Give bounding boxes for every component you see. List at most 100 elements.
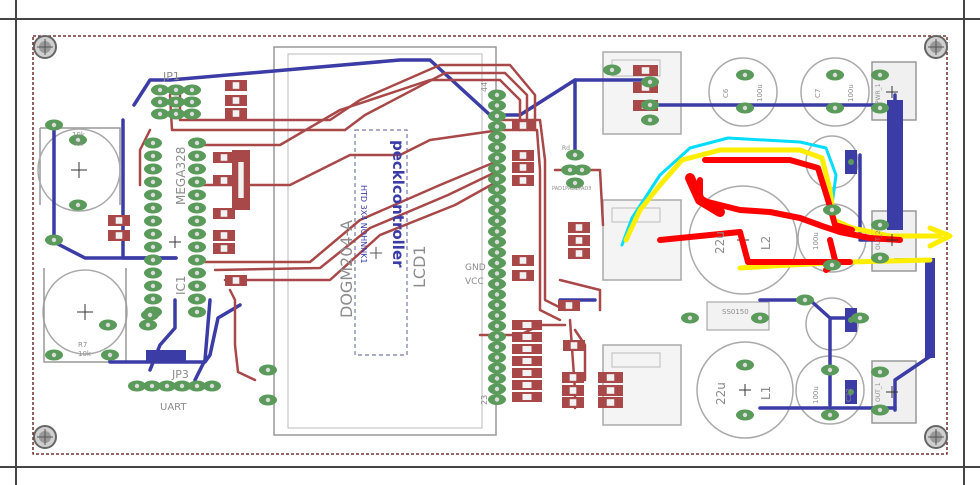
pad: [144, 228, 162, 240]
label-gnd: GND: [465, 263, 486, 273]
smd-component: [232, 150, 250, 210]
pad: [488, 331, 506, 342]
smd-component: [558, 300, 580, 311]
label-out-2: OUT_2: [875, 230, 882, 250]
pad: [188, 176, 206, 188]
through-hole-pads: [45, 64, 889, 421]
pad: [488, 299, 506, 311]
smd-component: [568, 222, 590, 233]
pad: [188, 280, 206, 292]
pad: [566, 149, 584, 161]
label-lcd-part: DOGM204-A: [337, 220, 356, 318]
label-l2-name: L2: [759, 236, 773, 250]
smd-component: [213, 230, 235, 241]
pad: [488, 352, 506, 363]
label-res-array: PAD1PAD2PAD3: [552, 186, 591, 192]
pad: [488, 194, 506, 206]
smd-component: [568, 235, 590, 246]
label-c7-value: 100u: [847, 84, 855, 102]
pad: [151, 84, 169, 96]
cyan-marker-path: [620, 136, 838, 247]
smd-component: [512, 392, 542, 402]
pad: [871, 219, 889, 231]
pad: [488, 320, 506, 332]
label-c7: C7: [814, 89, 822, 98]
pad: [736, 409, 754, 421]
pad: [141, 309, 159, 321]
smd-component: [225, 108, 247, 119]
smd-component: [598, 397, 623, 408]
pad: [488, 289, 506, 300]
smd-component: [213, 243, 235, 254]
pad: [144, 189, 162, 201]
pad: [69, 134, 87, 146]
pad: [573, 164, 591, 176]
pad: [144, 254, 162, 266]
label-ic-prefix: IC1: [174, 275, 188, 295]
pad: [488, 257, 506, 269]
label-pin-44: 44: [480, 82, 489, 92]
pad: [144, 293, 162, 305]
smd-component: [512, 120, 534, 131]
pad: [144, 280, 162, 292]
pad: [488, 215, 506, 227]
pad: [871, 252, 889, 264]
smd-component: [512, 150, 534, 161]
pad: [488, 184, 506, 195]
pad: [143, 380, 161, 392]
pad: [871, 102, 889, 114]
pad: [488, 131, 506, 143]
pad: [69, 199, 87, 211]
pad: [183, 108, 201, 120]
pad: [736, 69, 754, 81]
smd-component: [563, 340, 585, 351]
red-marker-path: [657, 157, 903, 273]
label-out-1: OUT_1: [875, 382, 882, 402]
label-jp1: JP1: [162, 70, 180, 83]
pad: [488, 100, 506, 111]
potentiometer-r4: [37, 127, 121, 212]
pad: [488, 110, 506, 122]
pad: [851, 312, 869, 324]
pad: [188, 293, 206, 305]
pad: [751, 312, 769, 324]
pad: [188, 215, 206, 227]
pad: [736, 359, 754, 371]
label-pwr-1: PWR_1: [875, 83, 882, 104]
pad: [128, 380, 146, 392]
pad: [871, 404, 889, 416]
pad: [488, 152, 506, 164]
pad: [566, 177, 584, 189]
label-ic-name: MEGA328: [174, 147, 188, 205]
label-diode: SS0150: [722, 308, 749, 316]
label-vcc: VCC: [465, 277, 484, 287]
pad: [167, 108, 185, 120]
pad: [259, 394, 277, 406]
pad: [188, 241, 206, 253]
smd-component: [108, 215, 130, 226]
pad: [821, 364, 839, 376]
pad: [158, 380, 176, 392]
pad: [188, 254, 206, 266]
smd-pads: [108, 65, 857, 408]
pad: [488, 142, 506, 153]
red-marker-fill: [685, 173, 725, 217]
pad: [188, 380, 206, 392]
pad: [488, 394, 506, 405]
pad: [188, 150, 206, 162]
pad: [641, 99, 659, 111]
smd-component: [512, 270, 534, 281]
pad: [144, 241, 162, 253]
smd-component: [512, 380, 542, 390]
smd-component: [512, 332, 542, 342]
pad: [488, 373, 506, 384]
pad: [488, 205, 506, 216]
pad: [488, 247, 506, 258]
pad: [826, 102, 844, 114]
pad: [188, 137, 206, 149]
smd-component: [512, 175, 534, 186]
label-r7-name: R7: [78, 341, 87, 349]
smd-component: [225, 95, 247, 106]
pad: [183, 84, 201, 96]
